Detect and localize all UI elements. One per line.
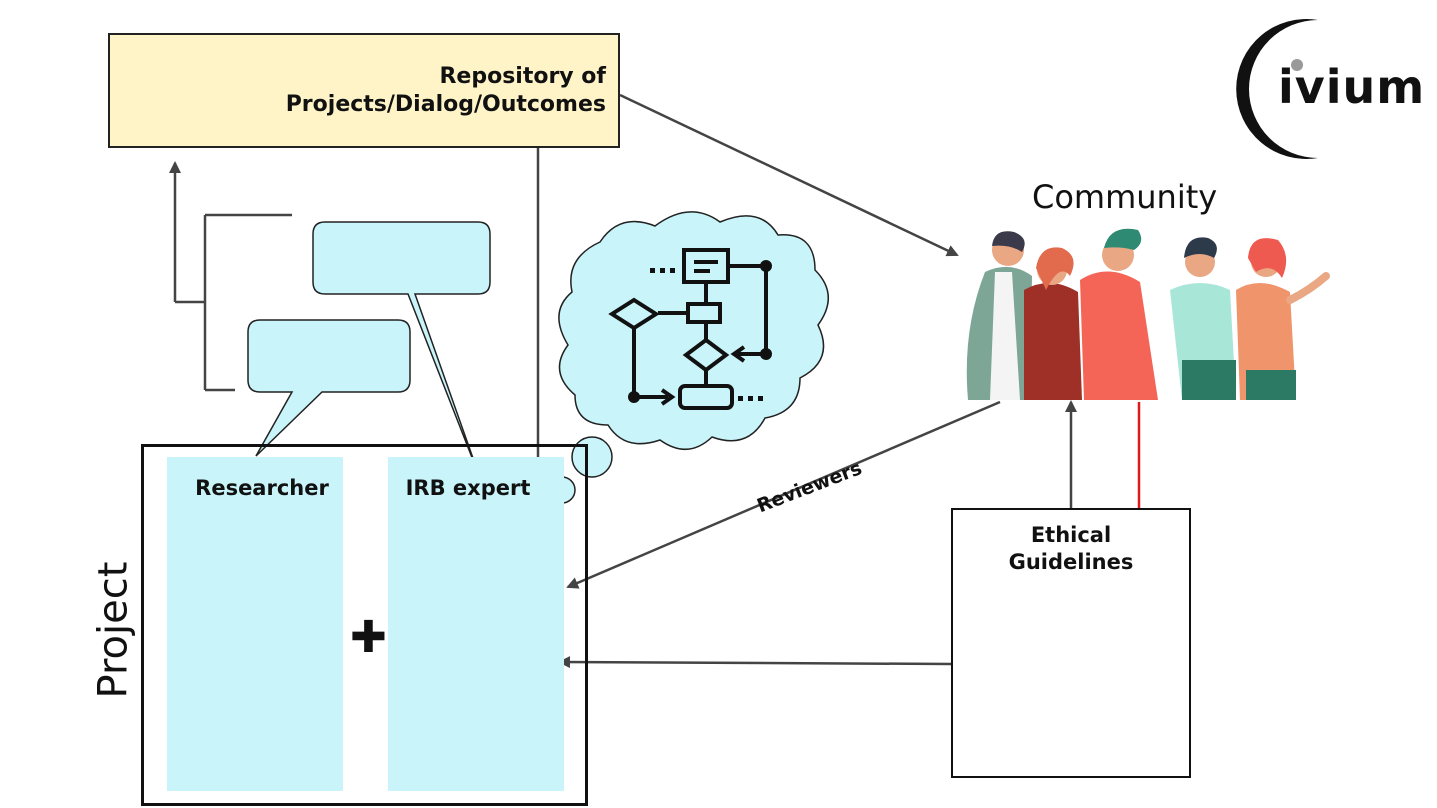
repository-node: Repository of Projects/Dialog/Outcomes <box>108 33 620 148</box>
crescent-logo-icon <box>1236 18 1318 160</box>
flowchart-dots <box>628 260 772 403</box>
logo-wordmark: ivium <box>1278 60 1426 114</box>
project-label: Project <box>90 561 137 699</box>
irb-expert-label: IRB expert <box>405 476 531 500</box>
project-node <box>141 444 588 806</box>
irb-expert-panel <box>388 457 564 791</box>
speech-bubble-icon <box>247 221 491 479</box>
researcher-panel <box>167 457 343 791</box>
flowchart-icon <box>608 248 768 410</box>
researcher-label: Researcher <box>195 476 329 500</box>
ethical-guidelines-title: Ethical Guidelines <box>951 522 1191 576</box>
plus-icon: ✚ <box>350 612 387 663</box>
edge-dialog-bracket-top <box>175 213 292 392</box>
community-title: Community <box>1032 178 1218 216</box>
edge-repository-to-community <box>619 93 959 257</box>
edge-community-to-irb <box>566 400 1001 589</box>
repository-title: Repository of Projects/Dialog/Outcomes <box>286 63 606 119</box>
repository-title-line2: Projects/Dialog/Outcomes <box>285 92 606 117</box>
edges <box>169 93 1077 669</box>
repository-title-line1: Repository of <box>439 64 606 89</box>
ethical-guidelines-node <box>951 508 1191 778</box>
guidelines-title-line1: Ethical <box>1030 523 1112 547</box>
community-people-illustration <box>966 228 1330 400</box>
edge-guidelines-to-irb <box>558 656 952 669</box>
guidelines-title-line2: Guidelines <box>1008 550 1134 574</box>
